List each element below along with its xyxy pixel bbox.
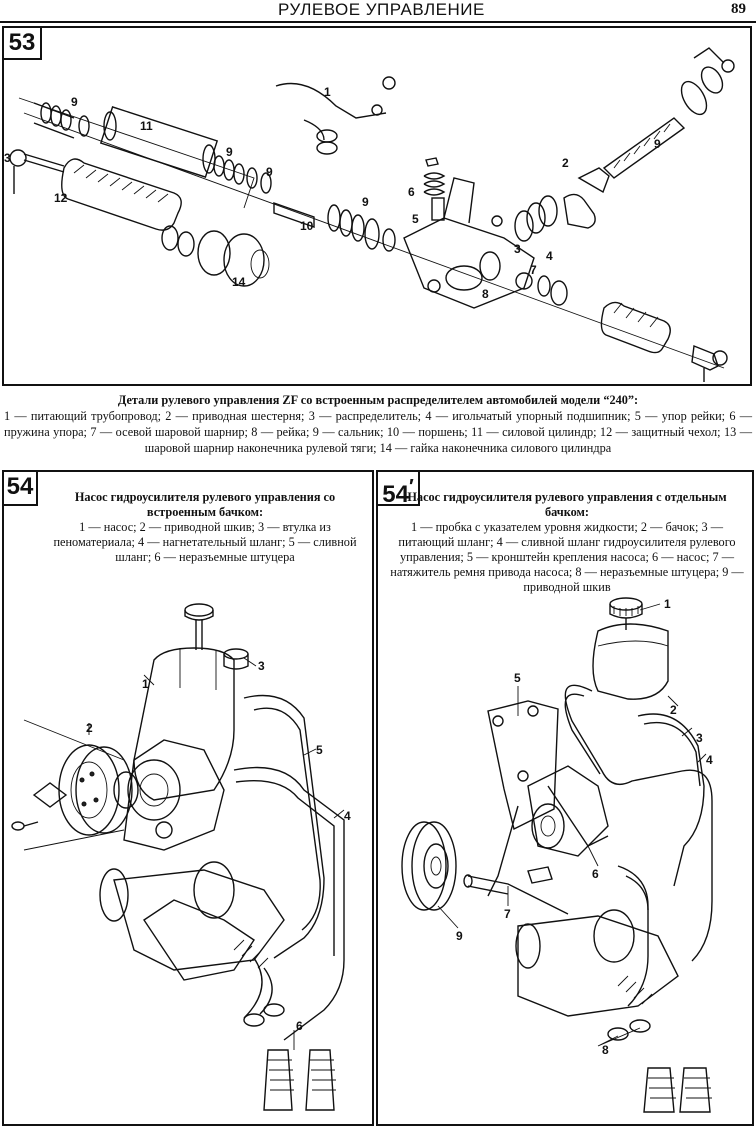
fig54b-label-1: 1 — [664, 597, 671, 611]
fig53-label-9d: 9 — [362, 195, 369, 209]
fig54b-label-6: 6 — [592, 867, 599, 881]
belt-tensioner — [463, 866, 569, 915]
fig53-label-14: 14 — [232, 275, 246, 289]
pump — [527, 765, 609, 857]
fig53-label-1: 1 — [324, 85, 331, 99]
fig53-label-11: 11 — [140, 119, 153, 133]
fig54-label-3: 3 — [258, 659, 265, 673]
fig53-label-10: 10 — [300, 219, 314, 233]
rack-assembly — [9, 47, 735, 382]
figure-54-caption-title: Насос гидроусилителя рулевого управления… — [74, 490, 336, 519]
fig53-label-8: 8 — [482, 287, 489, 301]
steering-gear-b — [515, 909, 679, 1017]
figure-54-caption: Насос гидроусилителя рулевого управления… — [40, 490, 370, 565]
fig54-label-4: 4 — [344, 809, 351, 823]
fig54b-label-4: 4 — [706, 753, 713, 767]
figure-54-frame — [2, 470, 374, 1126]
header-rule — [0, 21, 756, 23]
fig53-label-9e: 9 — [654, 137, 661, 151]
fig54b-label-8: 8 — [602, 1043, 609, 1057]
figure-54-caption-body: 1 — насос; 2 — приводной шкив; 3 — втулк… — [53, 520, 357, 564]
fig54b-label-5: 5 — [514, 671, 521, 685]
unions-b — [607, 1019, 712, 1113]
reservoir-cap — [184, 603, 214, 650]
figure-54-number: 54 — [2, 470, 38, 506]
fig54-label-5: 5 — [316, 743, 323, 757]
fig53-label-3-left: 3 — [4, 151, 11, 165]
fig53-label-2: 2 — [562, 156, 569, 170]
fig54-label-1: 1 — [142, 677, 149, 691]
pulley — [11, 719, 139, 851]
figure-54b-caption-body: 1 — пробка с указателем уровня жидкости;… — [390, 520, 744, 594]
figure-54b-number: 54′ — [376, 470, 420, 508]
fig53-label-9a: 9 — [71, 95, 78, 109]
figure-53-steering-rack-diagram: 1 2 3 3 4 5 6 7 8 9 9 9 9 9 10 11 12 14 — [4, 47, 735, 382]
fig54-label-2: 2 — [86, 721, 93, 735]
page-number: 89 — [731, 1, 746, 17]
figure-53-caption-body: 1 — питающий трубопровод; 2 — приводная … — [4, 409, 752, 455]
unions — [243, 1003, 336, 1111]
figure-54b-caption-title: Насос гидроусилителя рулевого управления… — [407, 490, 727, 519]
figure-54b-pump-diagram: 1 2 3 4 5 6 7 8 9 — [401, 597, 713, 1113]
fig53-label-12: 12 — [54, 191, 68, 205]
figure-53-caption: Детали рулевого управления ZF со встроен… — [0, 392, 756, 456]
fig53-label-9c: 9 — [266, 165, 273, 179]
drive-pulley — [401, 821, 457, 911]
figure-53-frame — [2, 26, 752, 386]
fig54b-label-2: 2 — [670, 703, 677, 717]
steering-gear — [99, 861, 285, 981]
fig53-label-5: 5 — [412, 212, 419, 226]
section-title: РУЛЕВОЕ УПРАВЛЕНИЕ — [278, 0, 485, 19]
separate-reservoir — [592, 597, 669, 700]
figure-54b-prime: ′ — [408, 476, 414, 498]
fig54-label-6: 6 — [296, 1019, 303, 1033]
figure-54b-number-text: 54 — [382, 481, 409, 508]
figure-54b-caption: Насос гидроусилителя рулевого управления… — [384, 490, 750, 595]
pump-body — [123, 647, 235, 851]
fig53-label-3: 3 — [514, 242, 521, 256]
figure-54b-frame — [376, 470, 754, 1126]
fig53-label-4: 4 — [546, 249, 553, 263]
figure-54-pump-diagram: 1 2 3 4 5 6 — [11, 603, 351, 1111]
fig53-label-7: 7 — [530, 263, 537, 277]
figure-53-caption-title: Детали рулевого управления ZF со встроен… — [117, 393, 639, 407]
figure-53-number: 53 — [2, 26, 42, 60]
fig54b-label-9: 9 — [456, 929, 463, 943]
hoses — [233, 694, 345, 1041]
foam-sleeve — [223, 648, 249, 670]
fig54b-label-3: 3 — [696, 731, 703, 745]
fig54b-label-7: 7 — [504, 907, 511, 921]
fig53-label-9b: 9 — [226, 145, 233, 159]
page-header: РУЛЕВОЕ УПРАВЛЕНИЕ 89 — [0, 0, 756, 23]
supply-and-return-hoses — [564, 684, 713, 1007]
fig53-label-6: 6 — [408, 185, 415, 199]
